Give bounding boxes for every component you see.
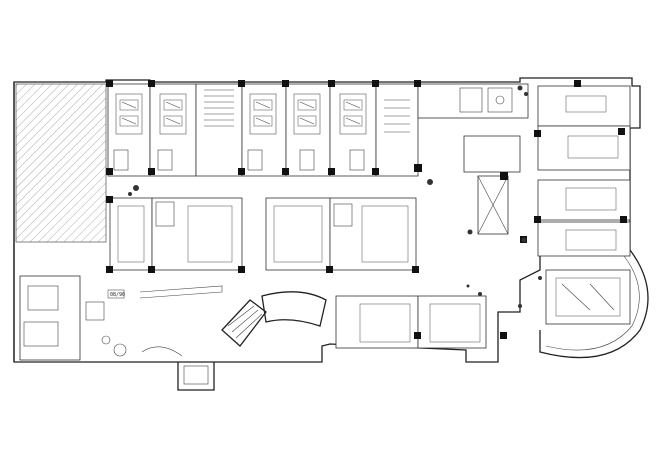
room-tag: 08/90 [110, 292, 125, 298]
room-tag-box [107, 289, 125, 299]
hatched-wing [15, 83, 107, 243]
lower-bedroom-row [335, 295, 487, 349]
entry-porch [177, 362, 215, 391]
middle-bedroom-row [109, 197, 417, 271]
right-bedroom-stack [537, 85, 631, 325]
upper-bedroom-row [107, 83, 419, 177]
central-stair [141, 291, 327, 357]
plants [128, 85, 542, 308]
corridor-line [139, 285, 223, 299]
right-upper-block [417, 83, 529, 235]
lounge-area [19, 275, 127, 361]
